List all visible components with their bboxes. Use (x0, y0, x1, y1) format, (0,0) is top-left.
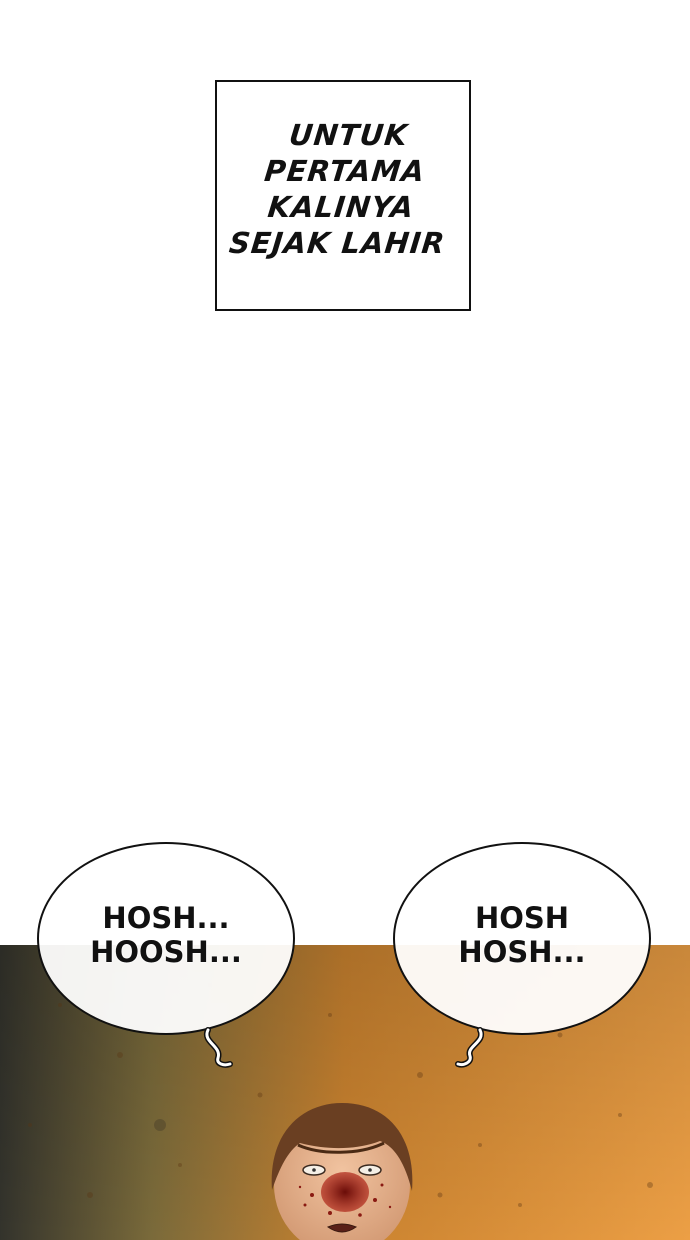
bubble-right-line-1: HOSH (474, 900, 570, 935)
speech-bubble-left-tail (203, 1027, 233, 1068)
blood-drops (298, 1183, 392, 1217)
caption-line-1: UNTUK (287, 117, 410, 152)
narration-caption-text: UNTUK PERTAMA KALINYA SEJAK LAHIR (228, 117, 459, 261)
caption-line-2: PERTAMA (262, 153, 427, 188)
caption-line-3: KALINYA (266, 189, 416, 224)
speech-bubble-right-tail (455, 1027, 485, 1068)
speech-bubble-left-text: HOSH... HOOSH... (90, 901, 242, 969)
bubble-left-line-2: HOOSH... (90, 934, 242, 969)
bubble-left-line-1: HOSH... (102, 900, 230, 935)
speech-bubble-right: HOSH HOSH... (393, 842, 651, 1035)
speech-bubble-right-text: HOSH HOSH... (458, 901, 585, 969)
hair (271, 1103, 413, 1191)
mouth (326, 1223, 358, 1233)
speech-bubble-left: HOSH... HOOSH... (37, 842, 295, 1035)
character-head (271, 1103, 413, 1240)
bubble-right-line-2: HOSH... (458, 934, 586, 969)
caption-line-4: SEJAK LAHIR (227, 225, 448, 260)
blood-splatter (321, 1172, 369, 1212)
narration-caption-box: UNTUK PERTAMA KALINYA SEJAK LAHIR (215, 80, 471, 311)
